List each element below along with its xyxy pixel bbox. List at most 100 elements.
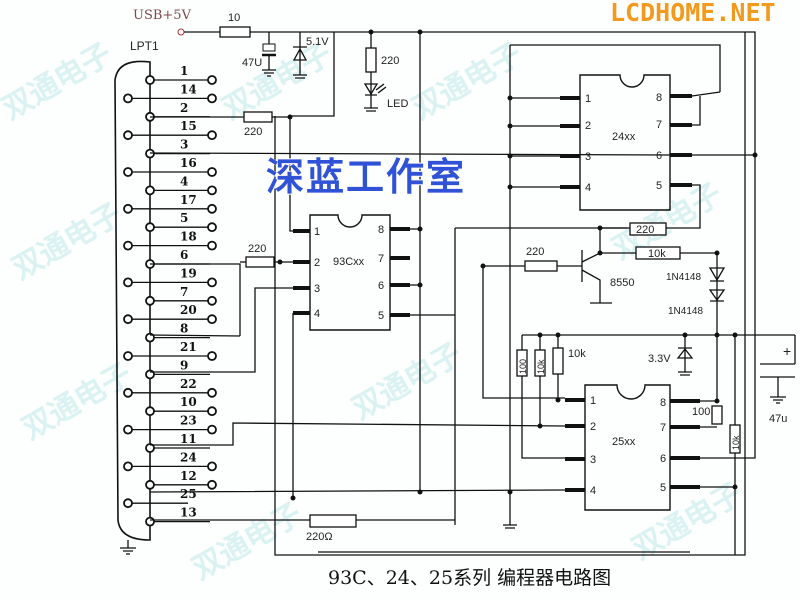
svg-text:1: 1 (590, 395, 596, 407)
pin-label: 1 (180, 64, 188, 78)
svg-text:100: 100 (518, 359, 528, 374)
connector-pin-15: 15 (123, 119, 217, 141)
watermark-repeat: 双通电子 双通电子 双通电子 双通电子 双通电子 双通电子 双通电子 双通电子 … (0, 37, 748, 587)
connector-pin-23: 23 (123, 414, 217, 435)
svg-text:8: 8 (660, 397, 666, 409)
svg-text:2: 2 (314, 257, 320, 269)
chip-25xx: 25xx 1 2 3 4 8 7 6 5 (565, 384, 700, 511)
svg-text:6: 6 (656, 150, 662, 162)
svg-text:双通电子: 双通电子 (17, 357, 138, 447)
chip-24xx: 24xx 1 2 3 4 8 7 6 5 (560, 74, 692, 211)
studio-watermark: 深蓝工作室 (266, 155, 467, 199)
cap-47u (262, 32, 276, 77)
transistor-8550-icon (483, 250, 612, 304)
svg-text:8: 8 (378, 224, 384, 236)
connector-pin-18: 18 (123, 230, 217, 251)
pin-label: 15 (180, 119, 197, 133)
svg-text:24xx: 24xx (612, 131, 636, 143)
svg-text:LED: LED (387, 98, 408, 110)
pin-label: 17 (180, 193, 197, 207)
resistor-10k (635, 246, 681, 260)
pin-label: 14 (180, 82, 197, 96)
ground-icon (120, 540, 136, 555)
pin-label: 10 (180, 395, 197, 409)
pin-label: 20 (180, 303, 197, 317)
svg-text:220: 220 (636, 224, 654, 236)
connector-pin-7: 7 (145, 285, 217, 306)
diagram-title: 93C、24、25系列 编程器电路图 (328, 567, 612, 589)
ground-icon (503, 524, 517, 529)
svg-text:1: 1 (585, 93, 591, 105)
connector-pin-22: 22 (123, 377, 217, 398)
svg-text:7: 7 (656, 119, 662, 131)
connector-pin-5: 5 (145, 211, 217, 233)
svg-text:8: 8 (656, 92, 662, 104)
svg-text:双通电子: 双通电子 (627, 477, 748, 567)
zener-5v1-icon (292, 32, 308, 79)
lpt1-label: LPT1 (130, 39, 159, 53)
svg-text:8550: 8550 (610, 277, 634, 289)
pin-label: 21 (180, 340, 197, 354)
svg-text:2: 2 (590, 421, 596, 433)
svg-text:双通电子: 双通电子 (347, 337, 468, 427)
resistor-10k-a (534, 349, 546, 377)
resistor-pin6 (245, 256, 275, 268)
svg-text:3: 3 (590, 454, 596, 466)
svg-text:25xx: 25xx (612, 436, 636, 448)
pin-label: 7 (180, 285, 188, 299)
connector-pin-12: 12 (145, 469, 217, 490)
svg-text:1: 1 (314, 226, 320, 238)
cap-47u-b (760, 335, 796, 404)
resistor-pin2 (243, 111, 273, 123)
connector-pin-19: 19 (123, 266, 217, 288)
svg-text:220: 220 (381, 55, 399, 67)
svg-text:4: 4 (314, 308, 320, 320)
resistor-base-220 (524, 260, 558, 272)
svg-text:6: 6 (660, 453, 666, 465)
svg-text:1N4148: 1N4148 (668, 306, 703, 317)
pin-label: 13 (180, 506, 197, 520)
pin-label: 19 (180, 266, 197, 280)
svg-text:100: 100 (692, 406, 710, 418)
pin-label: 4 (180, 174, 188, 188)
resistor-10 (219, 26, 251, 38)
connector-pin-10: 10 (145, 395, 217, 417)
svg-text:4: 4 (590, 485, 596, 497)
connector-pin-2: 2 (145, 101, 210, 122)
pin-label: 16 (180, 156, 197, 170)
connector-pin-8: 8 (145, 322, 210, 343)
svg-text:10k: 10k (731, 435, 741, 450)
connector-pin-24: 24 (123, 450, 217, 472)
pin-label: 8 (180, 322, 188, 336)
svg-text:6: 6 (378, 280, 384, 292)
connector-pin-11: 11 (145, 432, 210, 453)
lpt-connector-shell (114, 60, 151, 541)
connector-pin-9: 9 (145, 358, 210, 380)
resistor-top-220 (629, 222, 667, 236)
chip-93cxx: 93Cxx 1 2 3 4 8 7 6 5 (293, 214, 410, 331)
svg-text:双通电子: 双通电子 (187, 497, 308, 587)
pin-label: 6 (180, 248, 188, 262)
svg-text:双通电子: 双通电子 (7, 197, 128, 287)
connector-pin-25: 25 (123, 487, 197, 509)
diode-1n4148-icon (708, 267, 726, 302)
resistor-led-220 (365, 47, 377, 73)
pin-label: 18 (180, 230, 197, 244)
connector-pin-6: 6 (145, 248, 210, 269)
pin-label: 9 (180, 358, 188, 372)
svg-text:5: 5 (656, 180, 662, 192)
connector-pin-20: 20 (123, 303, 217, 325)
svg-text:10k: 10k (568, 348, 586, 360)
svg-text:10k: 10k (536, 359, 546, 374)
svg-text:10: 10 (228, 12, 240, 24)
pin-label: 3 (180, 138, 188, 152)
usb-terminal (177, 28, 185, 36)
svg-text:47u: 47u (769, 413, 787, 425)
svg-text:7: 7 (378, 253, 384, 265)
pin-label: 11 (180, 432, 197, 446)
svg-text:双通电子: 双通电子 (217, 37, 338, 127)
svg-text:93Cxx: 93Cxx (333, 256, 365, 268)
svg-text:5.1V: 5.1V (306, 36, 329, 48)
